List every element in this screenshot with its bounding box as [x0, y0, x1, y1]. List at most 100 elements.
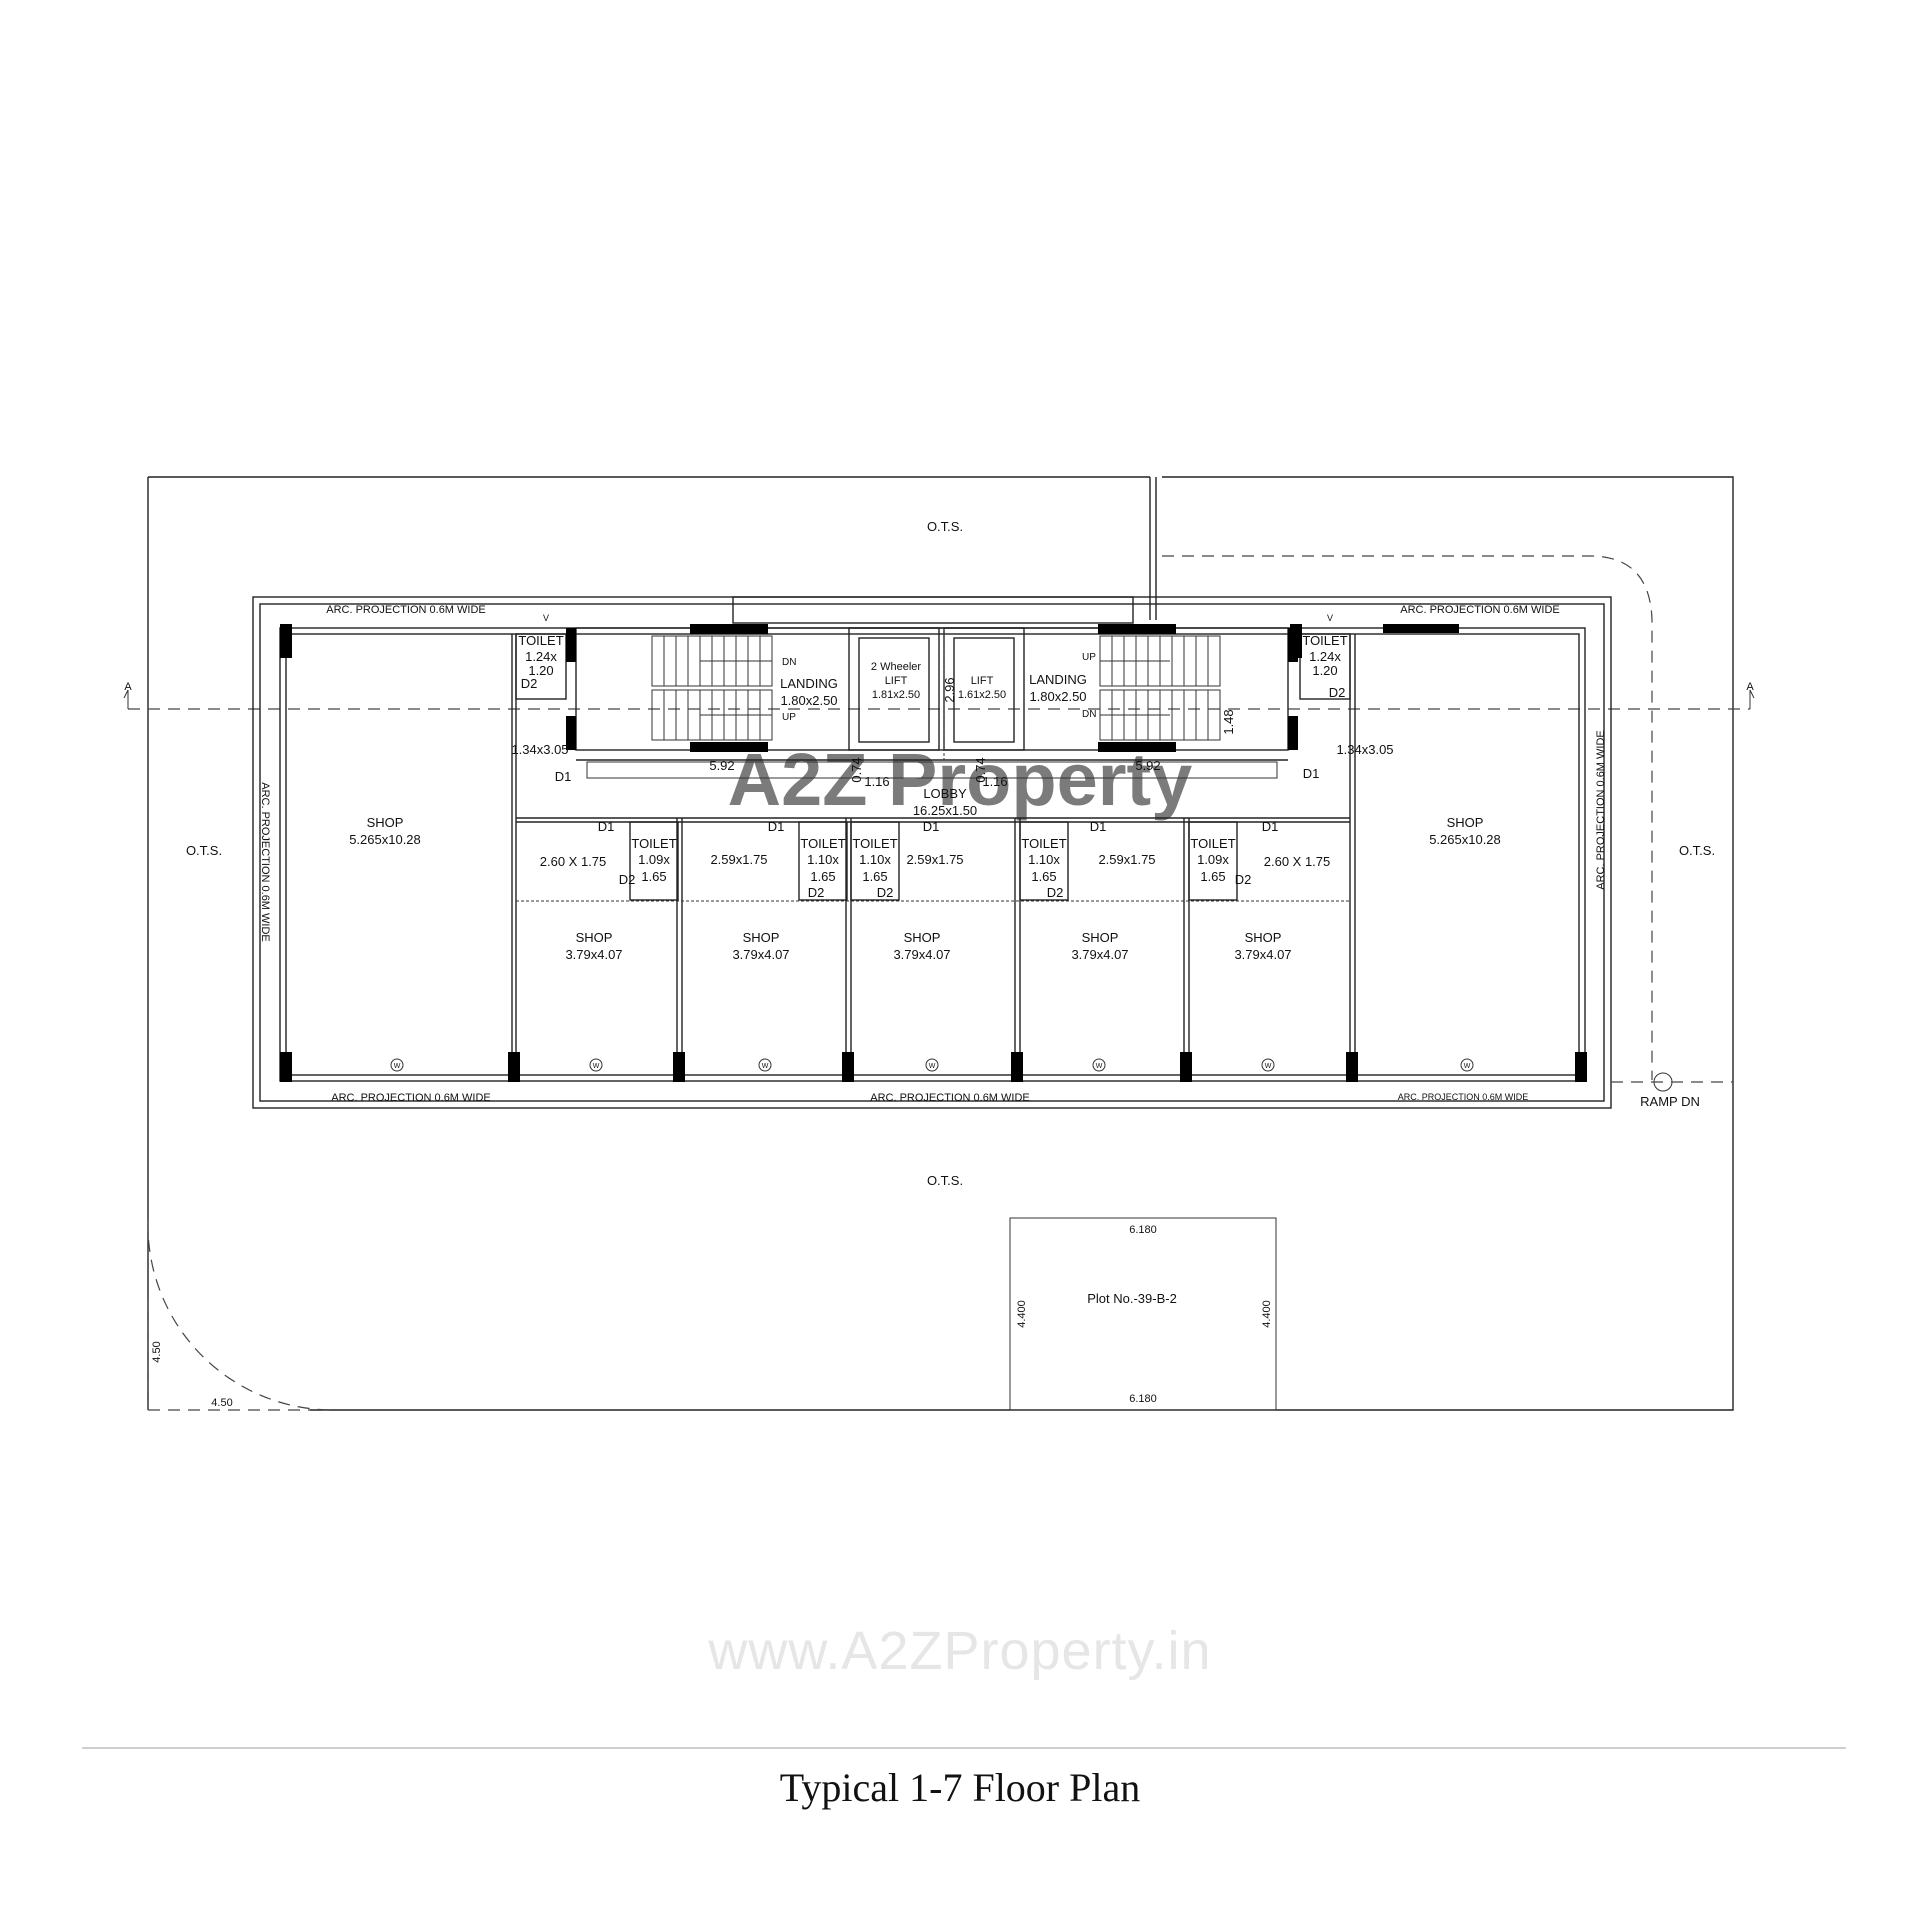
- landing-left-label: LANDING: [780, 676, 838, 691]
- door-d2-f: D2: [1235, 872, 1252, 887]
- door-d2-e: D2: [1047, 885, 1064, 900]
- svg-text:1.65: 1.65: [1031, 869, 1056, 884]
- svg-text:W: W: [1464, 1063, 1471, 1070]
- door-d2-b: D2: [619, 872, 636, 887]
- section-mark-right: A: [1746, 681, 1754, 693]
- core-outline: [575, 627, 1289, 751]
- arc-projection-right: ARC. PROJECTION 0.6M WIDE: [1595, 730, 1607, 890]
- stair-left-dn: DN: [782, 657, 796, 668]
- corner-dim-horizontal: 4.50: [211, 1397, 232, 1409]
- shop-4-size: 3.79x4.07: [1071, 947, 1128, 962]
- landing-right-label: LANDING: [1029, 672, 1087, 687]
- shop-4-label: SHOP: [1082, 930, 1119, 945]
- lobby-label: LOBBY: [923, 786, 967, 801]
- lobby-band: [586, 761, 1278, 779]
- room-1-size: 2.60 X 1.75: [540, 854, 607, 869]
- toilet-b-label: TOILET: [800, 836, 845, 851]
- shop-3-size: 3.79x4.07: [893, 947, 950, 962]
- svg-text:1.24x: 1.24x: [525, 649, 557, 664]
- svg-text:W: W: [593, 1063, 600, 1070]
- vent-left: V: [543, 613, 549, 623]
- svg-text:1.80x2.50: 1.80x2.50: [780, 693, 837, 708]
- svg-text:1.24x: 1.24x: [1309, 649, 1341, 664]
- door-d1-c: D1: [768, 819, 785, 834]
- shop-2-label: SHOP: [743, 930, 780, 945]
- svg-text:1.65: 1.65: [1200, 869, 1225, 884]
- stair-left-up: UP: [782, 712, 796, 723]
- lift-2w-shaft: [848, 627, 940, 751]
- toilet-right-corner: [1299, 633, 1351, 700]
- toilet-a: [629, 821, 679, 901]
- stair-right-dn: DN: [1082, 709, 1096, 720]
- ramp-path: [1162, 555, 1653, 1080]
- watermark-url: www.A2ZProperty.in: [708, 1621, 1212, 1681]
- door-d2-a: D2: [521, 676, 538, 691]
- svg-text:1.10x: 1.10x: [859, 852, 891, 867]
- svg-text:1.10x: 1.10x: [807, 852, 839, 867]
- svg-text:1.65: 1.65: [862, 869, 887, 884]
- arc-projection-top-right: ARC. PROJECTION 0.6M WIDE: [1400, 604, 1560, 616]
- plot-height-right: 4.400: [1261, 1300, 1273, 1328]
- shop-left-label: SHOP: [367, 815, 404, 830]
- vent-right: V: [1327, 613, 1333, 623]
- toilet-d: [1019, 821, 1069, 901]
- svg-text:W: W: [1096, 1063, 1103, 1070]
- caption-divider: [82, 1747, 1846, 1749]
- svg-text:1.20: 1.20: [1312, 663, 1337, 678]
- arc-projection-bottom-right: ARC. PROJECTION 0.6M WIDE: [1398, 1092, 1529, 1102]
- ramp-label: RAMP DN: [1640, 1094, 1700, 1109]
- dim-074-right: 0.74: [973, 757, 988, 782]
- door-d1-a: D1: [555, 769, 572, 784]
- dim-074-left: 0.74: [849, 757, 864, 782]
- door-d1-f: D1: [1262, 819, 1279, 834]
- toilet-c: [850, 821, 900, 901]
- svg-text:1.61x2.50: 1.61x2.50: [958, 689, 1006, 701]
- shop-5-label: SHOP: [1245, 930, 1282, 945]
- shop-5-size: 3.79x4.07: [1234, 947, 1291, 962]
- corner-splay: [147, 1219, 334, 1411]
- arc-projection-left: ARC. PROJECTION 0.6M WIDE: [259, 782, 271, 942]
- shop-right-label: SHOP: [1447, 815, 1484, 830]
- dim-116-left: 1.16: [864, 774, 889, 789]
- ots-label-top: O.T.S.: [927, 519, 963, 534]
- dim-148: 1.48: [1221, 709, 1236, 734]
- stair-right-up: UP: [1082, 652, 1096, 663]
- run-left: 5.92: [709, 758, 734, 773]
- front-windows: [390, 1058, 1474, 1072]
- door-d1-e: D1: [1090, 819, 1107, 834]
- plot-width-bottom: 6.180: [1129, 1393, 1157, 1405]
- shop-1-size: 3.79x4.07: [565, 947, 622, 962]
- toilet-left-corner: [515, 633, 567, 700]
- toilet-left-label: TOILET: [518, 633, 563, 648]
- stair-right: [1099, 635, 1221, 741]
- shop-3-label: SHOP: [904, 930, 941, 945]
- run-right: 5.92: [1135, 758, 1160, 773]
- svg-text:1.81x2.50: 1.81x2.50: [872, 689, 920, 701]
- svg-text:1.09x: 1.09x: [638, 852, 670, 867]
- door-d2-g: D2: [1329, 685, 1346, 700]
- arc-projection-top-left: ARC. PROJECTION 0.6M WIDE: [326, 604, 486, 616]
- door-d1-g: D1: [1303, 766, 1320, 781]
- toilet-right-label: TOILET: [1302, 633, 1347, 648]
- door-d2-c: D2: [808, 885, 825, 900]
- arc-projection-bottom-mid: ARC. PROJECTION 0.6M WIDE: [870, 1092, 1030, 1104]
- svg-text:1.09x: 1.09x: [1197, 852, 1229, 867]
- room-2-size: 2.59x1.75: [710, 852, 767, 867]
- dim-296: 2.96: [942, 677, 957, 702]
- svg-text:1.65: 1.65: [641, 869, 666, 884]
- shop-2-size: 3.79x4.07: [732, 947, 789, 962]
- svg-text:1.20: 1.20: [528, 663, 553, 678]
- lobby-size: 16.25x1.50: [913, 803, 977, 818]
- svg-text:LIFT: LIFT: [885, 675, 908, 687]
- ots-label-left: O.T.S.: [186, 843, 222, 858]
- stair-left: [651, 635, 773, 741]
- room-4-size: 2.59x1.75: [1098, 852, 1155, 867]
- svg-text:W: W: [929, 1063, 936, 1070]
- svg-text:1.65: 1.65: [810, 869, 835, 884]
- section-mark-left: A: [124, 681, 132, 693]
- shop-left-size: 5.265x10.28: [349, 832, 421, 847]
- toilet-e-label: TOILET: [1190, 836, 1235, 851]
- passage-left-size: 1.34x3.05: [511, 742, 568, 757]
- ots-label-bottom: O.T.S.: [927, 1173, 963, 1188]
